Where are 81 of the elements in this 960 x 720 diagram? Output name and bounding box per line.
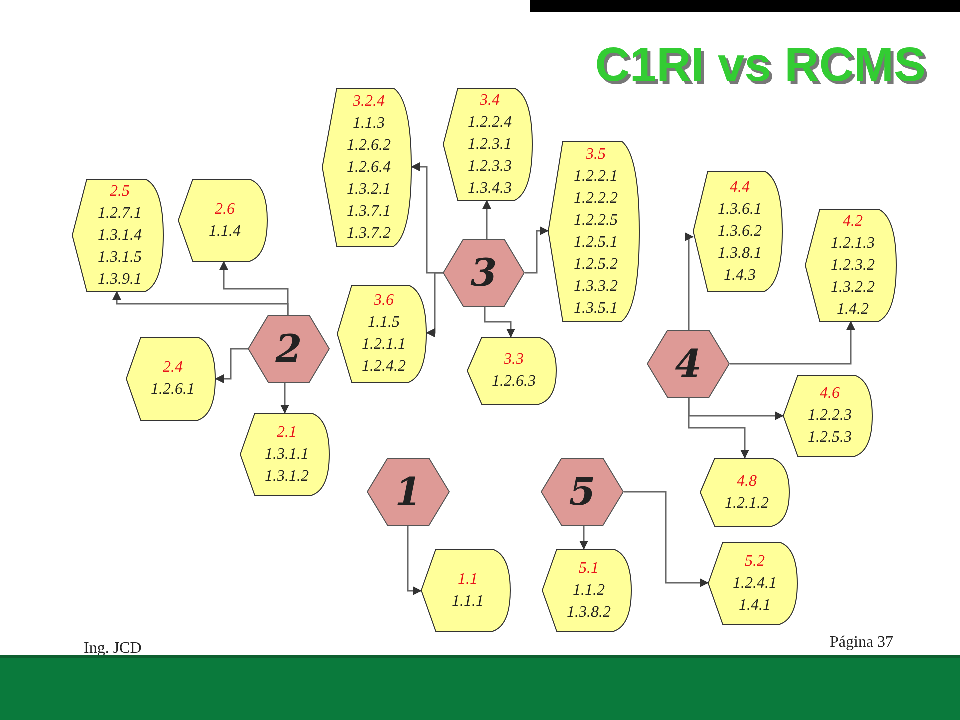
connector-arrow <box>426 272 443 338</box>
section-number: 3.4 <box>479 90 500 110</box>
connector-arrow <box>484 307 516 338</box>
section-number: 3.3 <box>503 350 524 370</box>
clause-number: 1.2.4.2 <box>361 357 406 377</box>
section-number: 5.1 <box>578 558 599 578</box>
section-number: 1.1 <box>457 570 478 590</box>
clause-number: 1.3.5.1 <box>573 298 618 318</box>
section-number: 3.6 <box>373 291 394 311</box>
connector-arrow <box>624 491 709 588</box>
connector-arrow <box>220 261 289 315</box>
clause-number: 1.3.3.2 <box>573 276 618 296</box>
connector-arrow <box>688 398 750 459</box>
clause-number: 1.1.2 <box>572 580 605 600</box>
clause-number: 1.2.7.1 <box>97 204 142 224</box>
clause-number: 1.3.7.2 <box>346 224 391 244</box>
clause-number: 1.2.1.2 <box>724 494 769 514</box>
step-number: 5 <box>569 473 596 511</box>
clause-number: 1.2.6.4 <box>346 158 391 178</box>
clause-number: 1.2.2.1 <box>573 166 618 186</box>
clause-number: 1.1.1 <box>451 592 484 612</box>
section-number: 4.6 <box>819 384 840 404</box>
page-number: Página 37 <box>830 633 894 653</box>
clause-number: 1.3.8.1 <box>717 244 762 264</box>
section-number: 4.8 <box>736 472 757 492</box>
section-number: 4.4 <box>729 178 750 198</box>
clause-number: 1.3.1.2 <box>264 466 309 486</box>
clause-number: 1.1.5 <box>367 313 400 333</box>
clause-number: 1.1.3 <box>352 114 385 134</box>
connector-arrow <box>730 321 856 365</box>
title: C1RI vs RCMS <box>595 42 926 90</box>
clause-number: 1.3.1.4 <box>97 226 142 246</box>
clause-number: 1.2.3.1 <box>467 134 512 154</box>
section-number: 3.5 <box>585 144 606 164</box>
clause-number: 1.3.8.2 <box>566 602 611 622</box>
clause-number: 1.2.6.1 <box>150 380 195 400</box>
connector-arrow <box>525 226 549 274</box>
clause-number: 1.3.1.5 <box>97 248 142 268</box>
clause-number: 1.3.1.1 <box>264 444 309 464</box>
clause-number: 1.3.6.2 <box>717 222 762 242</box>
clause-number: 1.4.2 <box>836 300 869 320</box>
clause-number: 1.2.3.2 <box>830 256 875 276</box>
clause-number: 1.2.1.3 <box>830 234 875 254</box>
clause-number: 1.3.2.2 <box>830 278 875 298</box>
clause-number: 1.2.1.1 <box>361 335 406 355</box>
connector-arrow <box>482 200 492 239</box>
section-number: 2.1 <box>276 422 297 442</box>
clause-number: 1.2.2.5 <box>573 210 618 230</box>
clause-number: 1.2.6.2 <box>346 136 391 156</box>
clause-number: 1.2.4.1 <box>732 574 777 594</box>
step-number: 4 <box>675 345 702 383</box>
clause-number: 1.1.4 <box>208 222 241 242</box>
section-number: 3.2.4 <box>352 92 385 112</box>
clause-number: 1.3.9.1 <box>97 270 142 290</box>
section-number: 5.2 <box>744 552 765 572</box>
connector-arrow <box>215 348 248 384</box>
clause-number: 1.2.2.4 <box>467 112 512 132</box>
clause-number: 1.3.4.3 <box>467 178 512 198</box>
clause-number: 1.3.6.1 <box>717 200 762 220</box>
section-number: 2.6 <box>214 200 235 220</box>
clause-number: 1.4.3 <box>723 266 756 286</box>
clause-number: 1.2.5.1 <box>573 232 618 252</box>
connector-arrow <box>684 232 694 330</box>
connector-arrow <box>280 383 290 414</box>
clause-number: 1.2.5.3 <box>807 428 852 448</box>
step-number: 1 <box>395 473 422 511</box>
step-number: 2 <box>276 330 302 368</box>
step-number: 3 <box>470 254 498 292</box>
section-number: 4.2 <box>842 212 863 232</box>
clause-number: 1.2.5.2 <box>573 254 618 274</box>
clause-number: 1.2.3.3 <box>467 156 512 176</box>
section-number: 2.4 <box>162 358 183 378</box>
clause-number: 1.4.1 <box>738 596 771 616</box>
clause-number: 1.2.2.3 <box>807 406 852 426</box>
clause-number: 1.2.2.2 <box>573 188 618 208</box>
clause-number: 1.2.6.3 <box>491 372 536 392</box>
section-number: 2.5 <box>109 182 130 202</box>
connector-arrow <box>580 526 588 550</box>
clause-number: 1.3.2.1 <box>346 180 391 200</box>
clause-number: 1.3.7.1 <box>346 202 391 222</box>
connector-arrow <box>407 526 422 596</box>
